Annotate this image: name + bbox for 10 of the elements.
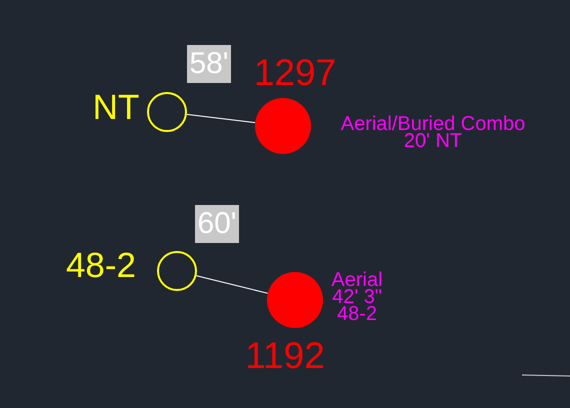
hollow-circle: [147, 92, 187, 132]
hollow-circle: [157, 251, 197, 291]
pole-number: 1297: [252, 53, 338, 92]
span-note: Aerial 42' 3" 48-2: [330, 272, 384, 323]
pole-number: 1192: [244, 336, 326, 375]
circle-label: 48-2: [64, 247, 138, 284]
connector-line: [196, 275, 268, 294]
span-note: Aerial/Buried Combo 20' NT: [340, 116, 526, 150]
circle-label: NT: [92, 89, 140, 126]
connector-line: [186, 114, 256, 124]
